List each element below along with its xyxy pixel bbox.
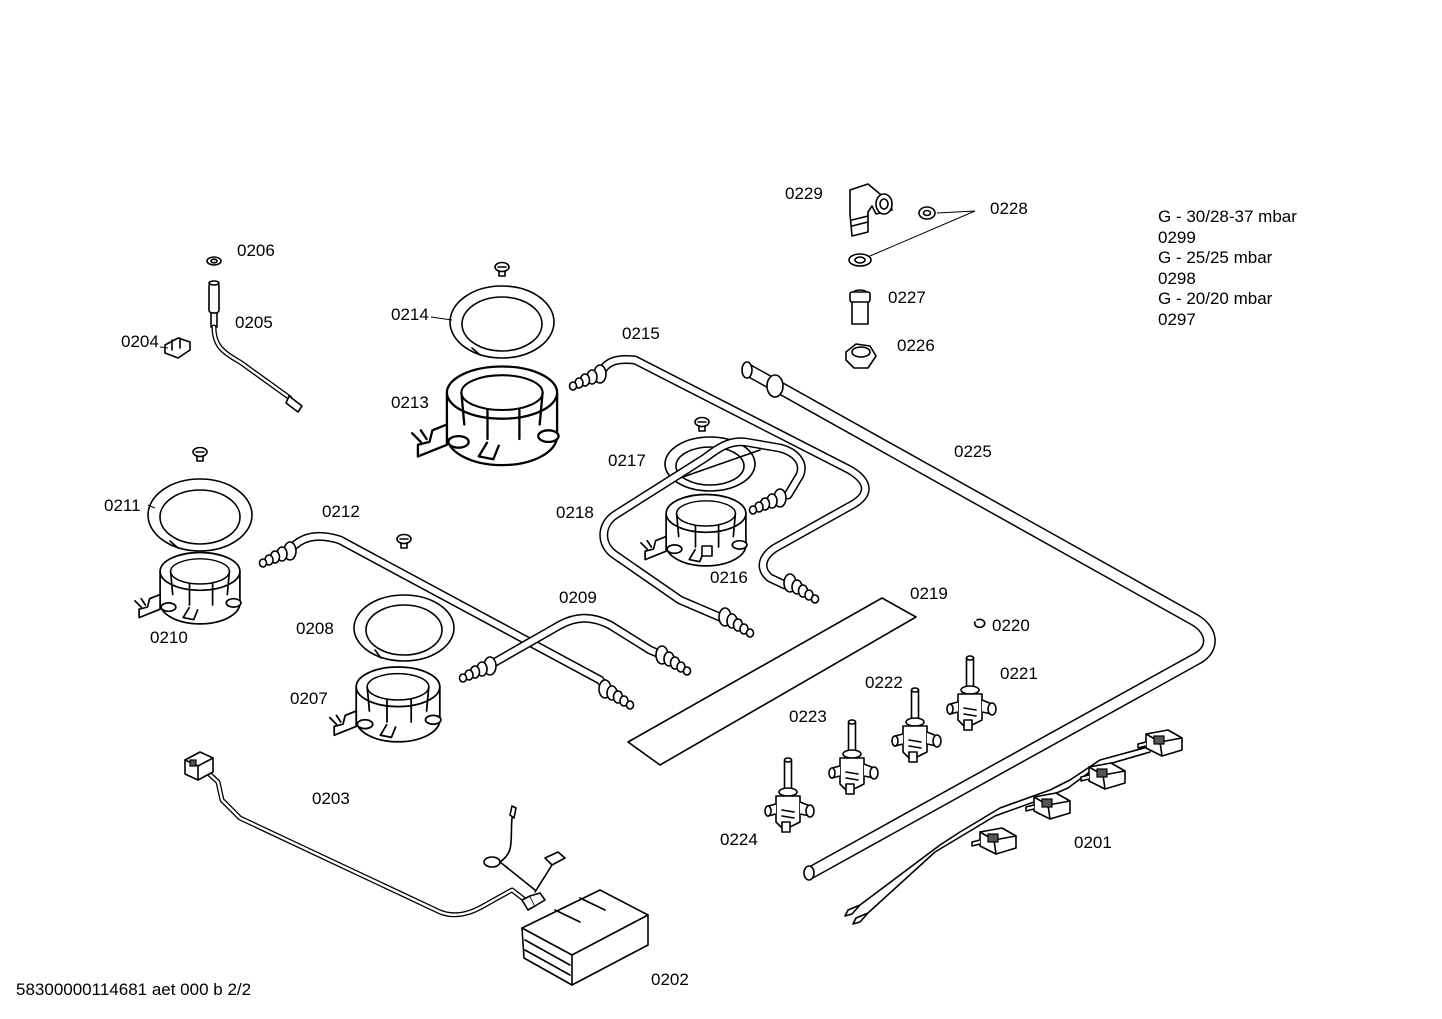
callout-0223: 0223 [789, 707, 827, 726]
callout-0213: 0213 [391, 393, 429, 412]
callout-0203: 0203 [312, 789, 350, 808]
leader-lines [147, 316, 453, 509]
gas-type-legend: G - 30/28-37 mbar 0299 G - 25/25 mbar 02… [1158, 207, 1297, 330]
callout-0214: 0214 [391, 305, 429, 324]
callout-0228: 0228 [990, 199, 1028, 218]
burner-small-assembly [328, 533, 692, 743]
ignition-module [483, 805, 649, 986]
insulation-strip [627, 597, 917, 766]
callout-0210: 0210 [150, 628, 188, 647]
main-gas-pipe [741, 361, 1216, 881]
burner-large-assembly [410, 261, 870, 604]
callout-0207: 0207 [290, 689, 328, 708]
callout-labels: 0201 0202 0203 0204 0205 0206 0207 0208 … [104, 184, 1112, 989]
gas-valve-0221 [946, 655, 997, 731]
igniter-assembly [164, 256, 303, 413]
gas-valve-0224 [764, 757, 815, 833]
callout-0227: 0227 [888, 288, 926, 307]
callout-0204: 0204 [121, 332, 159, 351]
clip-0220 [973, 618, 986, 629]
callout-0206: 0206 [237, 241, 275, 260]
callout-0222: 0222 [865, 673, 903, 692]
callout-0208: 0208 [296, 619, 334, 638]
callout-0224: 0224 [720, 830, 758, 849]
burner-left-assembly [134, 446, 635, 710]
document-footer: 58300000114681 aet 000 b 2/2 [16, 980, 252, 999]
legend-part-number: 0298 [1158, 268, 1196, 288]
callout-0219: 0219 [910, 584, 948, 603]
callout-0217: 0217 [608, 451, 646, 470]
gas-valve-0223 [828, 719, 879, 795]
cable-0203 [184, 751, 528, 918]
legend-part-number: 0299 [1158, 227, 1196, 247]
gas-valve-0222 [891, 687, 942, 763]
callout-0218: 0218 [556, 503, 594, 522]
legend-gas-label: G - 30/28-37 mbar [1158, 207, 1297, 226]
legend-gas-label: G - 25/25 mbar [1158, 248, 1273, 267]
callout-0225: 0225 [954, 442, 992, 461]
callout-0209: 0209 [559, 588, 597, 607]
legend-part-number: 0297 [1158, 309, 1196, 329]
switch-harness [844, 729, 1183, 925]
callout-0202: 0202 [651, 970, 689, 989]
callout-0215: 0215 [622, 324, 660, 343]
burner-medium-assembly [599, 416, 806, 638]
callout-0216: 0216 [710, 568, 748, 587]
callout-0229: 0229 [785, 184, 823, 203]
gas-inlet-fittings [845, 183, 976, 369]
callout-0212: 0212 [322, 502, 360, 521]
callout-0226: 0226 [897, 336, 935, 355]
callout-0211: 0211 [104, 496, 141, 515]
legend-gas-label: G - 20/20 mbar [1158, 289, 1273, 308]
callout-0221: 0221 [1000, 664, 1038, 683]
callout-0201: 0201 [1074, 833, 1112, 852]
callout-0205: 0205 [235, 313, 273, 332]
callout-0220: 0220 [992, 616, 1030, 635]
